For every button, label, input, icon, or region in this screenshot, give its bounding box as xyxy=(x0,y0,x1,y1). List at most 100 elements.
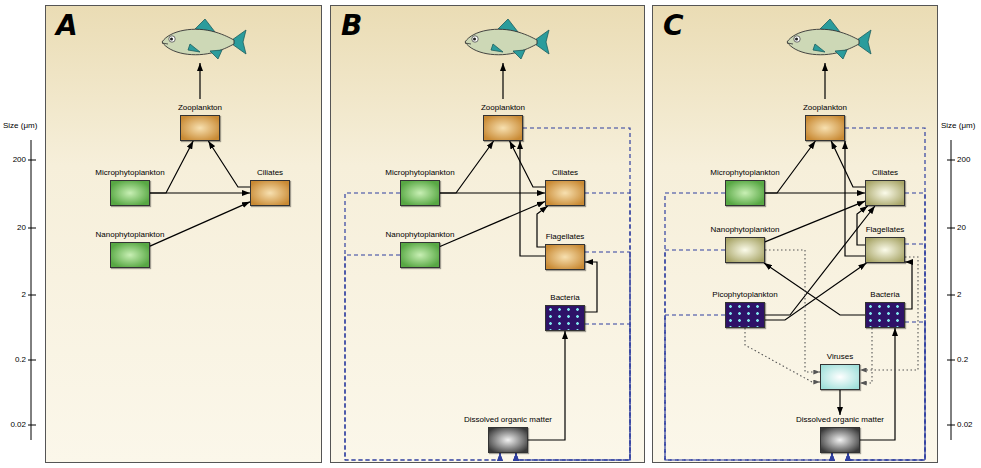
food-web-panel: A ZooplanktonMicrophytoplankton CiliatesNa… xyxy=(45,5,322,463)
organism-node: Microphytoplankton xyxy=(95,168,165,206)
food-web-panel: BZooplanktonMicrophytoplanktonCiliatesNa… xyxy=(330,5,645,463)
feeding-arrow xyxy=(824,63,825,99)
feeding-arrow xyxy=(150,192,250,193)
producer-box xyxy=(110,180,150,206)
organism-node: Dissolved organic matter xyxy=(796,415,885,453)
feeding-arrow xyxy=(502,63,503,99)
organism-node: Ciliates xyxy=(865,168,905,206)
recycling-arrow xyxy=(845,128,925,460)
axis-tick-label: 0.2 xyxy=(15,355,26,365)
organism-node: Zooplankton xyxy=(481,103,526,141)
feeding-arrow xyxy=(440,202,545,247)
feeding-arrow xyxy=(520,141,545,256)
node-label: Bacteria xyxy=(865,290,905,300)
consumer-box xyxy=(545,244,585,270)
fish-figure xyxy=(162,19,246,59)
feeding-arrow xyxy=(905,262,912,309)
node-label: Flagellates xyxy=(545,232,585,242)
bacteria-box xyxy=(865,302,905,328)
axis-tick-label: 20 xyxy=(17,223,26,233)
fish-figure xyxy=(787,19,871,59)
feeding-arrow xyxy=(765,201,865,242)
consumer-box xyxy=(180,115,220,141)
viral-lysis-arrow xyxy=(860,328,872,383)
size-scale xyxy=(947,140,955,440)
panel-letter: A xyxy=(56,10,78,42)
node-label: Nanophytoplankton xyxy=(711,225,780,235)
organism-node: Ciliates xyxy=(545,168,585,206)
feeding-arrow xyxy=(765,141,815,193)
feeding-arrow xyxy=(585,262,597,312)
feeding-arrow xyxy=(440,192,545,193)
feeding-arrow xyxy=(845,141,865,256)
consumer-box xyxy=(865,237,905,263)
feeding-arrow xyxy=(440,141,494,193)
node-label: Zooplankton xyxy=(803,103,848,113)
axis-tick-label: 2 xyxy=(957,290,961,300)
recycling-arrow xyxy=(516,128,630,460)
feeding-arrow xyxy=(150,202,250,246)
producer-box xyxy=(725,237,765,263)
node-label: Nanophytoplankton xyxy=(96,230,165,240)
node-label: Dissolved organic matter xyxy=(796,415,885,425)
viral-lysis-arrow xyxy=(765,250,820,372)
feeding-arrow xyxy=(765,263,866,320)
organism-node: Bacteria xyxy=(545,293,585,331)
node-label: Picophytoplankton xyxy=(712,290,778,300)
recycling-arrow xyxy=(516,324,630,460)
feeding-arrow xyxy=(199,63,200,99)
panel-ground xyxy=(652,5,938,463)
organism-node: Microphytoplankton xyxy=(710,168,780,206)
axis-tick-label: 20 xyxy=(957,223,966,233)
node-label: Microphytoplankton xyxy=(385,168,455,178)
organism-node: Bacteria xyxy=(865,290,905,328)
organism-node: Nanophytoplankton xyxy=(386,230,455,268)
axis-tick-label: 2 xyxy=(22,290,26,300)
feeding-arrow xyxy=(765,192,865,193)
feeding-arrow xyxy=(831,141,865,187)
producer-box xyxy=(725,180,765,206)
organism-node: Nanophytoplankton xyxy=(711,225,780,263)
node-label: Ciliates xyxy=(865,168,905,178)
node-label: Zooplankton xyxy=(178,103,223,113)
organism-node: Ciliates xyxy=(250,168,290,206)
food-web-panel: C ZooplanktonMicrophytoplankton CiliatesNa… xyxy=(652,5,938,463)
feeding-arrow xyxy=(839,390,840,415)
viral-lysis-arrow xyxy=(860,257,918,370)
feeding-arrow xyxy=(208,141,250,187)
feeding-arrow xyxy=(510,141,545,187)
organism-node: Zooplankton xyxy=(178,103,223,141)
feeding-arrow xyxy=(765,206,875,315)
panel-ground xyxy=(45,5,322,463)
consumer-box xyxy=(805,115,845,141)
axis-tick-label: 0.2 xyxy=(957,355,968,365)
recycling-arrow xyxy=(516,252,630,460)
axis-title: Size (μm) xyxy=(941,121,975,131)
recycling-arrow xyxy=(665,315,832,460)
organism-node: Flagellates xyxy=(865,225,905,263)
node-label: Nanophytoplankton xyxy=(386,230,455,240)
axis-title: Size (μm) xyxy=(3,121,37,131)
axis-tick-label: 200 xyxy=(957,155,970,165)
node-label: Bacteria xyxy=(545,293,585,303)
node-label: Flagellates xyxy=(865,225,905,235)
producer-box xyxy=(400,242,440,268)
organism-node: Viruses xyxy=(820,352,860,390)
organism-node: Picophytoplankton xyxy=(712,290,778,328)
axis-tick-label: 200 xyxy=(13,155,26,165)
consumer-box xyxy=(865,180,905,206)
dom-box xyxy=(488,427,528,453)
consumer-box xyxy=(483,115,523,141)
consumer-box xyxy=(250,180,290,206)
size-scale xyxy=(28,140,36,440)
panel-ground xyxy=(330,5,645,463)
panel-letter: C xyxy=(663,10,684,42)
consumer-box xyxy=(545,180,585,206)
feeding-arrow xyxy=(150,141,193,193)
recycling-arrow xyxy=(665,250,832,460)
node-label: Microphytoplankton xyxy=(95,168,165,178)
recycling-arrow xyxy=(345,255,500,460)
virus-box xyxy=(820,364,860,390)
node-label: Ciliates xyxy=(250,168,290,178)
producer-box xyxy=(725,302,765,328)
